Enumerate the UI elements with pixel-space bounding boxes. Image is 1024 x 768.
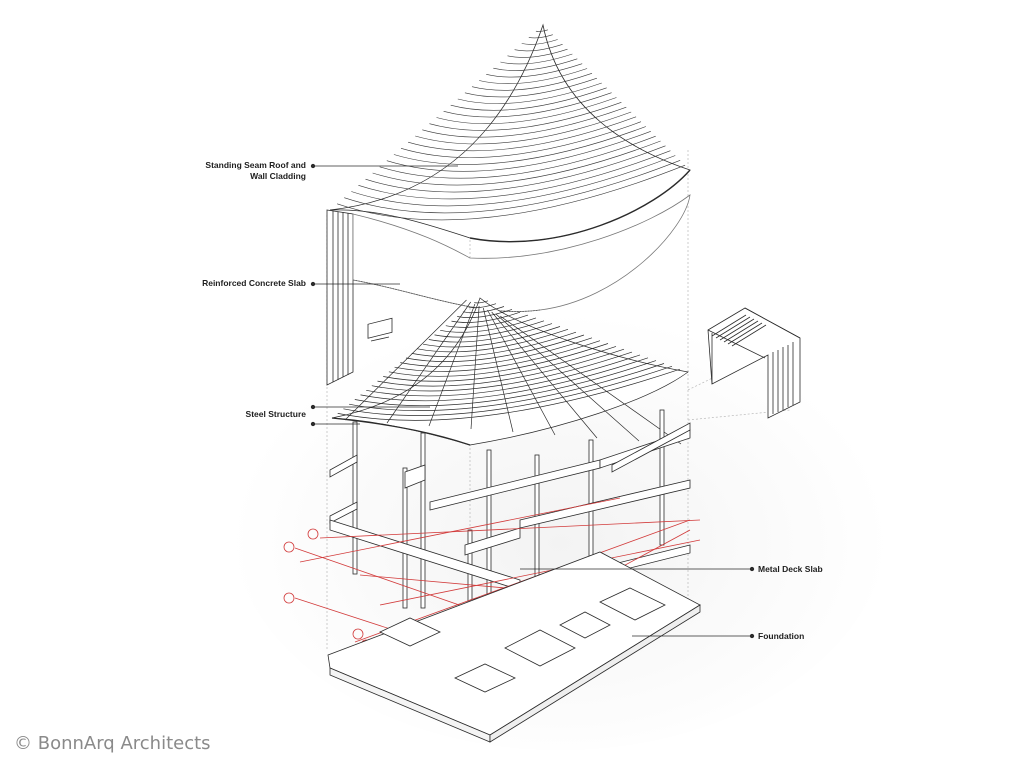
steel-structure-label: Steel Structure (245, 409, 306, 419)
metal-deck-slab-label: Metal Deck Slab (758, 564, 823, 574)
standing-seam-roof (329, 23, 691, 243)
cladding-box (707, 307, 801, 419)
foundation (327, 551, 701, 743)
foundation-label: Foundation (758, 631, 805, 641)
concrete-slab-label: Reinforced Concrete Slab (202, 278, 306, 288)
roof-cladding-label-line1: Standing Seam Roof and (205, 160, 306, 170)
leader-lines (310, 163, 755, 639)
wall-cladding-left (326, 209, 393, 386)
copyright-credit: © BonnArq Architects (14, 733, 211, 754)
roof-cladding-label: Standing Seam Roof and Wall Cladding (170, 160, 306, 182)
roof-cladding-label-line2: Wall Cladding (250, 171, 306, 181)
steel-roof-frame (331, 297, 689, 446)
